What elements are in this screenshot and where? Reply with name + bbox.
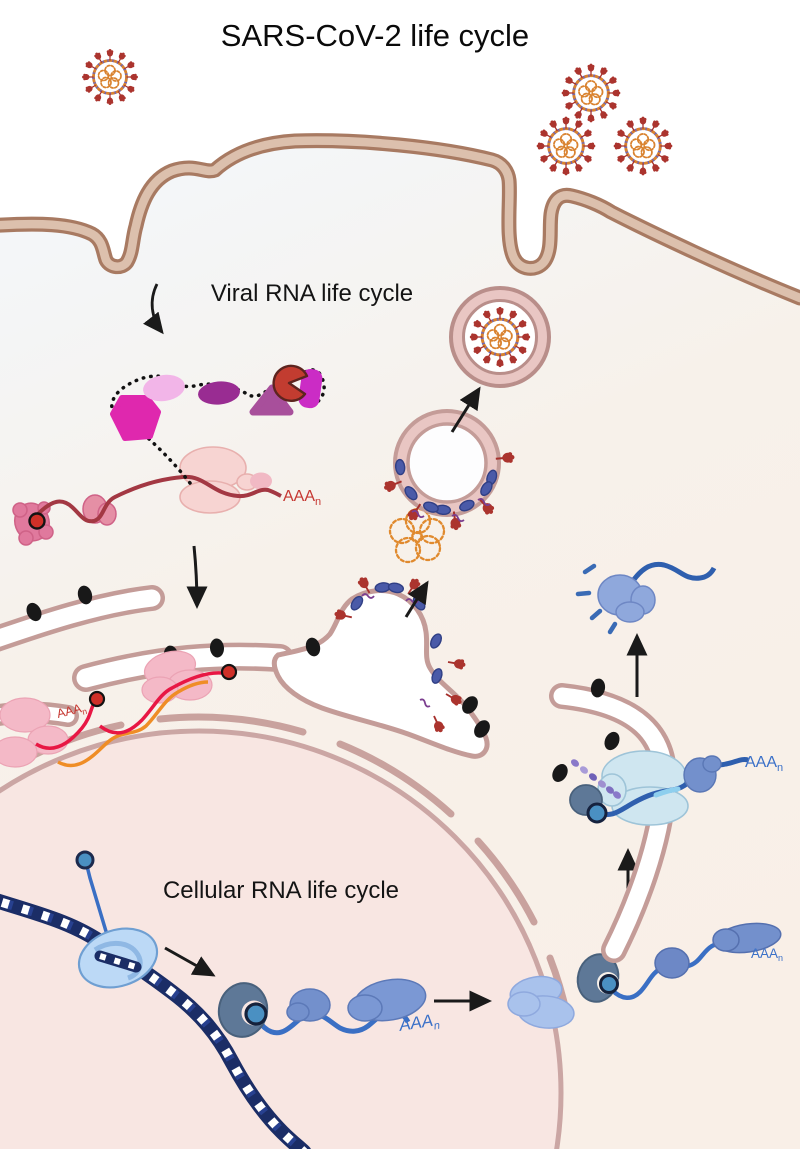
nsp-triangle xyxy=(249,384,294,416)
m-protein-icon xyxy=(459,499,475,512)
entry-arrow xyxy=(143,283,164,335)
nascent-peptide-chain xyxy=(571,759,621,799)
rna-highlight xyxy=(653,786,681,798)
nuclear-envelope xyxy=(0,728,564,1149)
page-title: SARS-CoV-2 life cycle xyxy=(221,18,529,53)
ribosome-dot-icon xyxy=(26,602,42,622)
virus-icon xyxy=(537,117,596,176)
replication-complex: AAAn xyxy=(0,650,238,768)
virus-icon xyxy=(82,49,138,105)
cellular-translation: AAAn xyxy=(569,750,783,826)
rna-binding-protein xyxy=(683,755,722,793)
cap-icon xyxy=(28,512,46,530)
cap-icon xyxy=(75,850,95,870)
poly-a-label: AAAn xyxy=(745,754,783,774)
budding-arrow xyxy=(404,580,429,618)
cap-icon xyxy=(88,690,106,708)
cellular-section-label: Cellular RNA life cycle xyxy=(163,877,399,904)
nsp-rounded-rect xyxy=(298,368,323,409)
transcription-arrow xyxy=(164,946,216,977)
cytoplasmic-mrnp: AAAn xyxy=(576,922,783,1003)
budding-vesicle xyxy=(382,409,515,531)
nsp-protein-cluster xyxy=(0,650,213,768)
ribosome-dot-icon xyxy=(305,637,321,657)
viral-section-label: Viral RNA life cycle xyxy=(211,280,413,307)
protease-pacman xyxy=(272,364,309,403)
m-protein-icon xyxy=(404,486,418,501)
m-protein-icon xyxy=(429,633,443,649)
e-protein-squiggles xyxy=(411,497,491,523)
virus-icon xyxy=(562,64,621,123)
ribosome-dot-icon xyxy=(77,585,93,605)
nuclear-mrnp: AAAn xyxy=(217,978,441,1038)
nsp-ellipse-lightpink xyxy=(143,374,185,402)
ribosome-dot-icon xyxy=(462,696,478,714)
cap-icon xyxy=(220,663,238,681)
release-dashes xyxy=(575,563,618,635)
ribosome-dot-icon xyxy=(209,638,225,658)
ribosome-dot-icon xyxy=(552,764,568,782)
ribosome xyxy=(597,750,689,826)
template-rna-orange xyxy=(57,680,209,768)
m-protein-icon xyxy=(394,458,406,476)
nonstructural-proteins xyxy=(110,364,323,441)
nascent-viral-mrna xyxy=(35,698,99,750)
plasma-membrane xyxy=(0,133,800,306)
rna-polymerase xyxy=(75,850,159,989)
dna-double-helix xyxy=(0,893,311,1149)
exocytosis-arrow xyxy=(450,386,481,433)
m-protein-icon xyxy=(431,668,443,684)
nascent-viral-mrna xyxy=(98,671,223,735)
cap-icon xyxy=(599,974,619,994)
nsp-ellipse-purple xyxy=(198,381,240,405)
viral-genomic-rna xyxy=(36,474,282,524)
poly-a-label: AAAn xyxy=(751,946,783,963)
dna-through-polymerase xyxy=(94,950,142,973)
accessory-protein xyxy=(250,472,272,490)
virion-in-vesicle xyxy=(449,286,551,388)
m-protein-icon xyxy=(480,481,493,497)
nucleus xyxy=(0,713,571,1149)
nucleocapsid-rna xyxy=(388,507,446,564)
replication-arrow xyxy=(186,545,208,609)
poly-a-label: AAAn xyxy=(55,700,88,723)
nsp-hexagon xyxy=(110,395,161,441)
rna-binding-proteins xyxy=(654,922,782,979)
ribosome-dot-icon xyxy=(604,731,620,751)
m-protein-icon xyxy=(350,595,364,611)
protein-blob xyxy=(597,574,656,623)
rna-tail xyxy=(627,561,717,587)
nuclear-pore-complex xyxy=(507,975,575,1029)
rna-binding-proteins xyxy=(286,978,427,1022)
cap-icon xyxy=(244,1002,268,1026)
m-protein-icon xyxy=(387,582,404,594)
m-protein-icon xyxy=(423,501,439,513)
ribosome-dot-icon xyxy=(590,678,606,698)
viral-translation: AAAn xyxy=(12,364,326,546)
virus-icon xyxy=(614,117,673,176)
ribosome-dot-icon xyxy=(474,720,490,738)
poly-a-label: AAAn xyxy=(283,488,321,508)
cap-icon xyxy=(586,802,608,824)
released-protein xyxy=(575,561,717,635)
viral-membrane-proteins xyxy=(382,451,515,531)
